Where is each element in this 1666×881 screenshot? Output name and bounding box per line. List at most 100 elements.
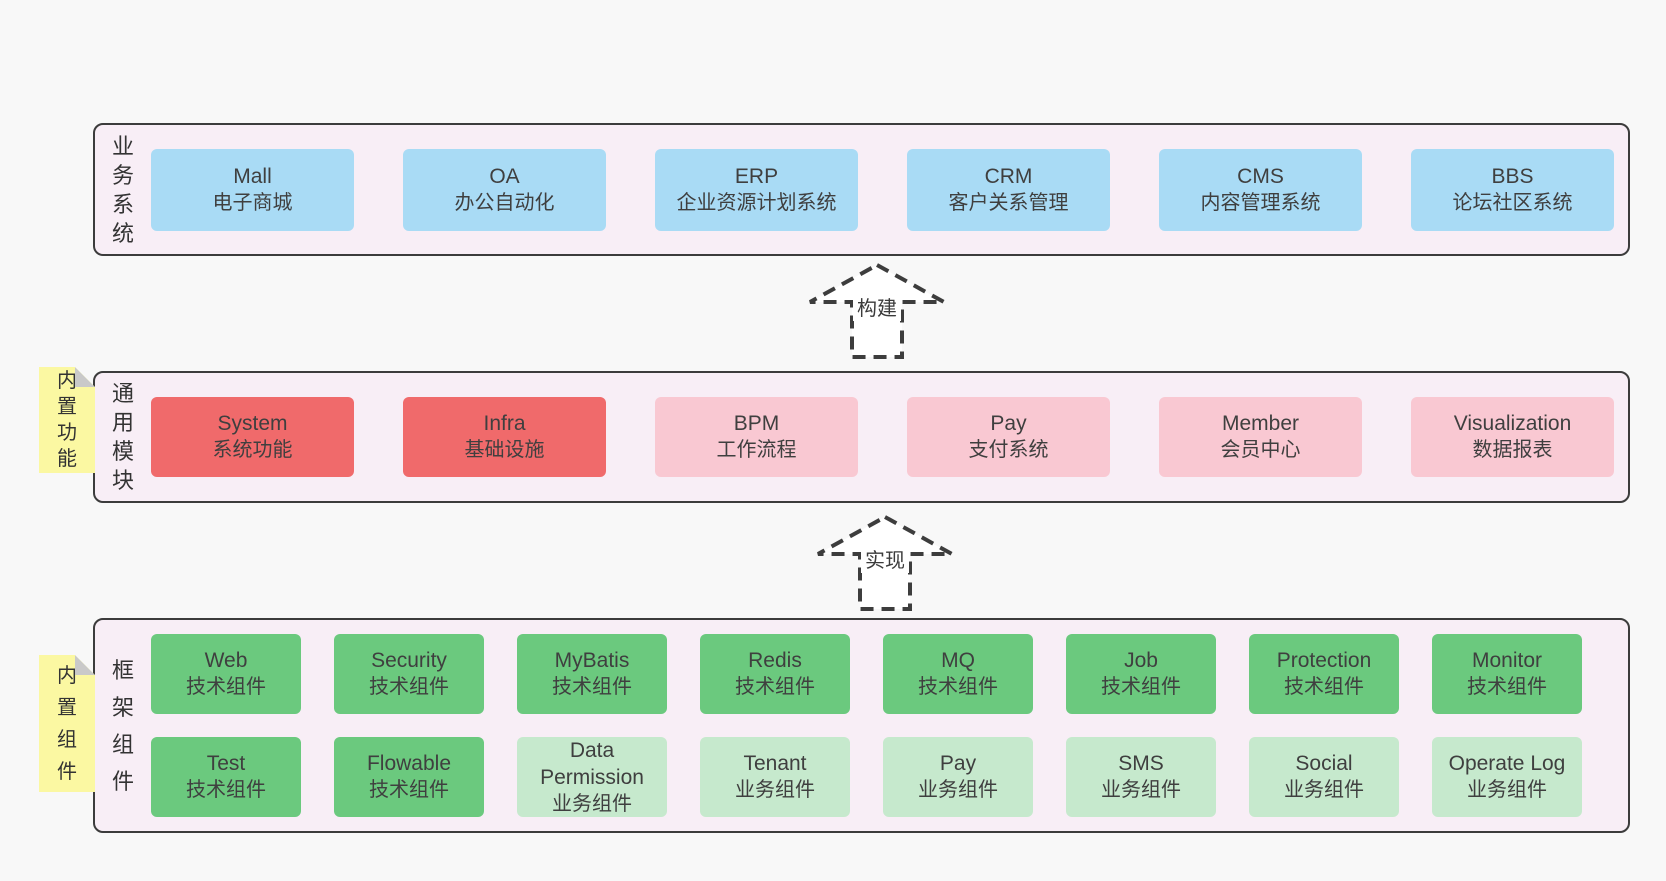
component-box: CMS 内容管理系统 — [1159, 148, 1362, 231]
framework-components-rows: Web 技术组件 Security 技术组件 MyBatis 技术组件 Redi… — [151, 634, 1582, 817]
section-label-framework-components: 框架组件 — [111, 657, 134, 794]
sticky-note-built-in-components: 内置组件 — [39, 655, 95, 792]
component-name-en: MyBatis — [554, 649, 630, 672]
note-fold-corner — [75, 367, 95, 387]
component-box: Pay 业务组件 — [883, 737, 1033, 817]
sticky-note-built-in-features: 内置功能 — [39, 367, 95, 473]
component-name-en: ERP — [734, 164, 779, 188]
component-name-zh: 数据报表 — [1472, 439, 1553, 461]
component-box: Operate Log 业务组件 — [1432, 737, 1582, 817]
component-box: OA 办公自动化 — [403, 148, 606, 231]
component-box: Protection 技术组件 — [1249, 634, 1399, 714]
component-name-zh: 技术组件 — [186, 676, 266, 698]
component-box: Infra 基础设施 — [403, 397, 606, 477]
note-fold-corner — [75, 655, 95, 675]
component-box: Data Permission 业务组件 — [517, 737, 667, 817]
component-name-en: Operate Log — [1448, 752, 1566, 775]
component-name-zh: 业务组件 — [1467, 779, 1547, 801]
component-box: Job 技术组件 — [1066, 634, 1216, 714]
component-name-zh: 技术组件 — [186, 779, 266, 801]
component-name-zh: 客户关系管理 — [948, 191, 1069, 214]
component-name-zh: 业务组件 — [1101, 779, 1181, 801]
section-business-systems: 业务系统 Mall 电子商城 OA 办公自动化 ERP 企业资源计划系统 CRM… — [93, 123, 1630, 256]
component-name-en: Flowable — [366, 752, 452, 775]
component-name-en: BBS — [1491, 164, 1534, 188]
component-name-zh: 企业资源计划系统 — [676, 191, 837, 214]
component-name-zh: 业务组件 — [918, 779, 998, 801]
framework-components-box-row-1: Web 技术组件 Security 技术组件 MyBatis 技术组件 Redi… — [151, 634, 1582, 714]
component-name-en: Social — [1295, 752, 1353, 775]
component-box: Social 业务组件 — [1249, 737, 1399, 817]
component-name-en: CRM — [984, 164, 1033, 188]
component-name-zh: 业务组件 — [552, 792, 632, 815]
component-name-en: Redis — [748, 649, 802, 672]
arrow-label-implement: 实现 — [861, 544, 909, 573]
component-name-en: Web — [204, 649, 248, 672]
component-name-en: Monitor — [1471, 649, 1543, 672]
component-name-zh: 业务组件 — [1284, 779, 1364, 801]
component-name-en: Job — [1124, 649, 1158, 672]
section-framework-components: 框架组件 Web 技术组件 Security 技术组件 MyBatis 技术组件… — [93, 618, 1630, 833]
component-name-en: Pay — [990, 412, 1027, 435]
component-name-en: System — [217, 412, 288, 435]
section-common-modules: 通用模块 System 系统功能 Infra 基础设施 BPM 工作流程 Pay… — [93, 371, 1630, 503]
component-name-en: MQ — [941, 649, 975, 672]
component-box: Web 技术组件 — [151, 634, 301, 714]
section-label-common-modules: 通用模块 — [111, 381, 134, 493]
component-name-en: Pay — [939, 752, 977, 775]
component-name-zh: 会员中心 — [1220, 439, 1301, 461]
component-name-zh: 电子商城 — [212, 191, 293, 214]
component-name-en: Data Permission — [540, 738, 644, 789]
component-name-en: Member — [1221, 412, 1300, 435]
component-name-zh: 技术组件 — [369, 676, 449, 698]
component-box: Flowable 技术组件 — [334, 737, 484, 817]
component-box: MQ 技术组件 — [883, 634, 1033, 714]
component-name-en: Test — [206, 752, 246, 775]
component-box: Pay 支付系统 — [907, 397, 1110, 477]
common-modules-box-row: System 系统功能 Infra 基础设施 BPM 工作流程 Pay 支付系统… — [151, 397, 1614, 477]
component-name-en: SMS — [1118, 752, 1164, 775]
component-name-en: Mall — [233, 164, 272, 188]
component-name-zh: 基础设施 — [464, 439, 545, 461]
dashed-up-arrow-implement: 实现 — [815, 514, 955, 612]
component-box: MyBatis 技术组件 — [517, 634, 667, 714]
business-systems-box-row: Mall 电子商城 OA 办公自动化 ERP 企业资源计划系统 CRM 客户关系… — [151, 148, 1614, 231]
component-box: BPM 工作流程 — [655, 397, 858, 477]
component-name-en: BPM — [733, 412, 780, 435]
component-name-en: Infra — [483, 412, 526, 435]
component-box: Member 会员中心 — [1159, 397, 1362, 477]
component-name-zh: 技术组件 — [1101, 676, 1181, 698]
component-name-en: Tenant — [743, 752, 807, 775]
arrow-label-build: 构建 — [853, 292, 901, 321]
component-name-zh: 支付系统 — [968, 439, 1049, 461]
component-name-zh: 工作流程 — [716, 439, 797, 461]
component-box: BBS 论坛社区系统 — [1411, 148, 1614, 231]
component-box: Monitor 技术组件 — [1432, 634, 1582, 714]
component-name-zh: 技术组件 — [369, 779, 449, 801]
component-name-en: OA — [489, 164, 520, 188]
component-box: CRM 客户关系管理 — [907, 148, 1110, 231]
component-box: System 系统功能 — [151, 397, 354, 477]
framework-components-box-row-2: Test 技术组件 Flowable 技术组件 Data Permission … — [151, 737, 1582, 817]
component-box: SMS 业务组件 — [1066, 737, 1216, 817]
component-name-zh: 技术组件 — [1284, 676, 1364, 698]
sticky-note-text: 内置组件 — [57, 664, 77, 783]
component-name-en: Visualization — [1453, 412, 1572, 435]
component-box: Redis 技术组件 — [700, 634, 850, 714]
dashed-up-arrow-build: 构建 — [807, 262, 947, 360]
sticky-note-text: 内置功能 — [57, 370, 77, 470]
component-box: Tenant 业务组件 — [700, 737, 850, 817]
component-name-zh: 办公自动化 — [454, 191, 555, 214]
component-box: ERP 企业资源计划系统 — [655, 148, 858, 231]
component-box: Mall 电子商城 — [151, 148, 354, 231]
component-box: Test 技术组件 — [151, 737, 301, 817]
component-name-zh: 系统功能 — [212, 439, 293, 461]
component-name-zh: 业务组件 — [735, 779, 815, 801]
component-name-en: Security — [371, 649, 447, 672]
component-name-zh: 内容管理系统 — [1200, 191, 1321, 214]
component-name-zh: 技术组件 — [552, 676, 632, 698]
component-box: Visualization 数据报表 — [1411, 397, 1614, 477]
component-box: Security 技术组件 — [334, 634, 484, 714]
component-name-zh: 技术组件 — [1467, 676, 1547, 698]
